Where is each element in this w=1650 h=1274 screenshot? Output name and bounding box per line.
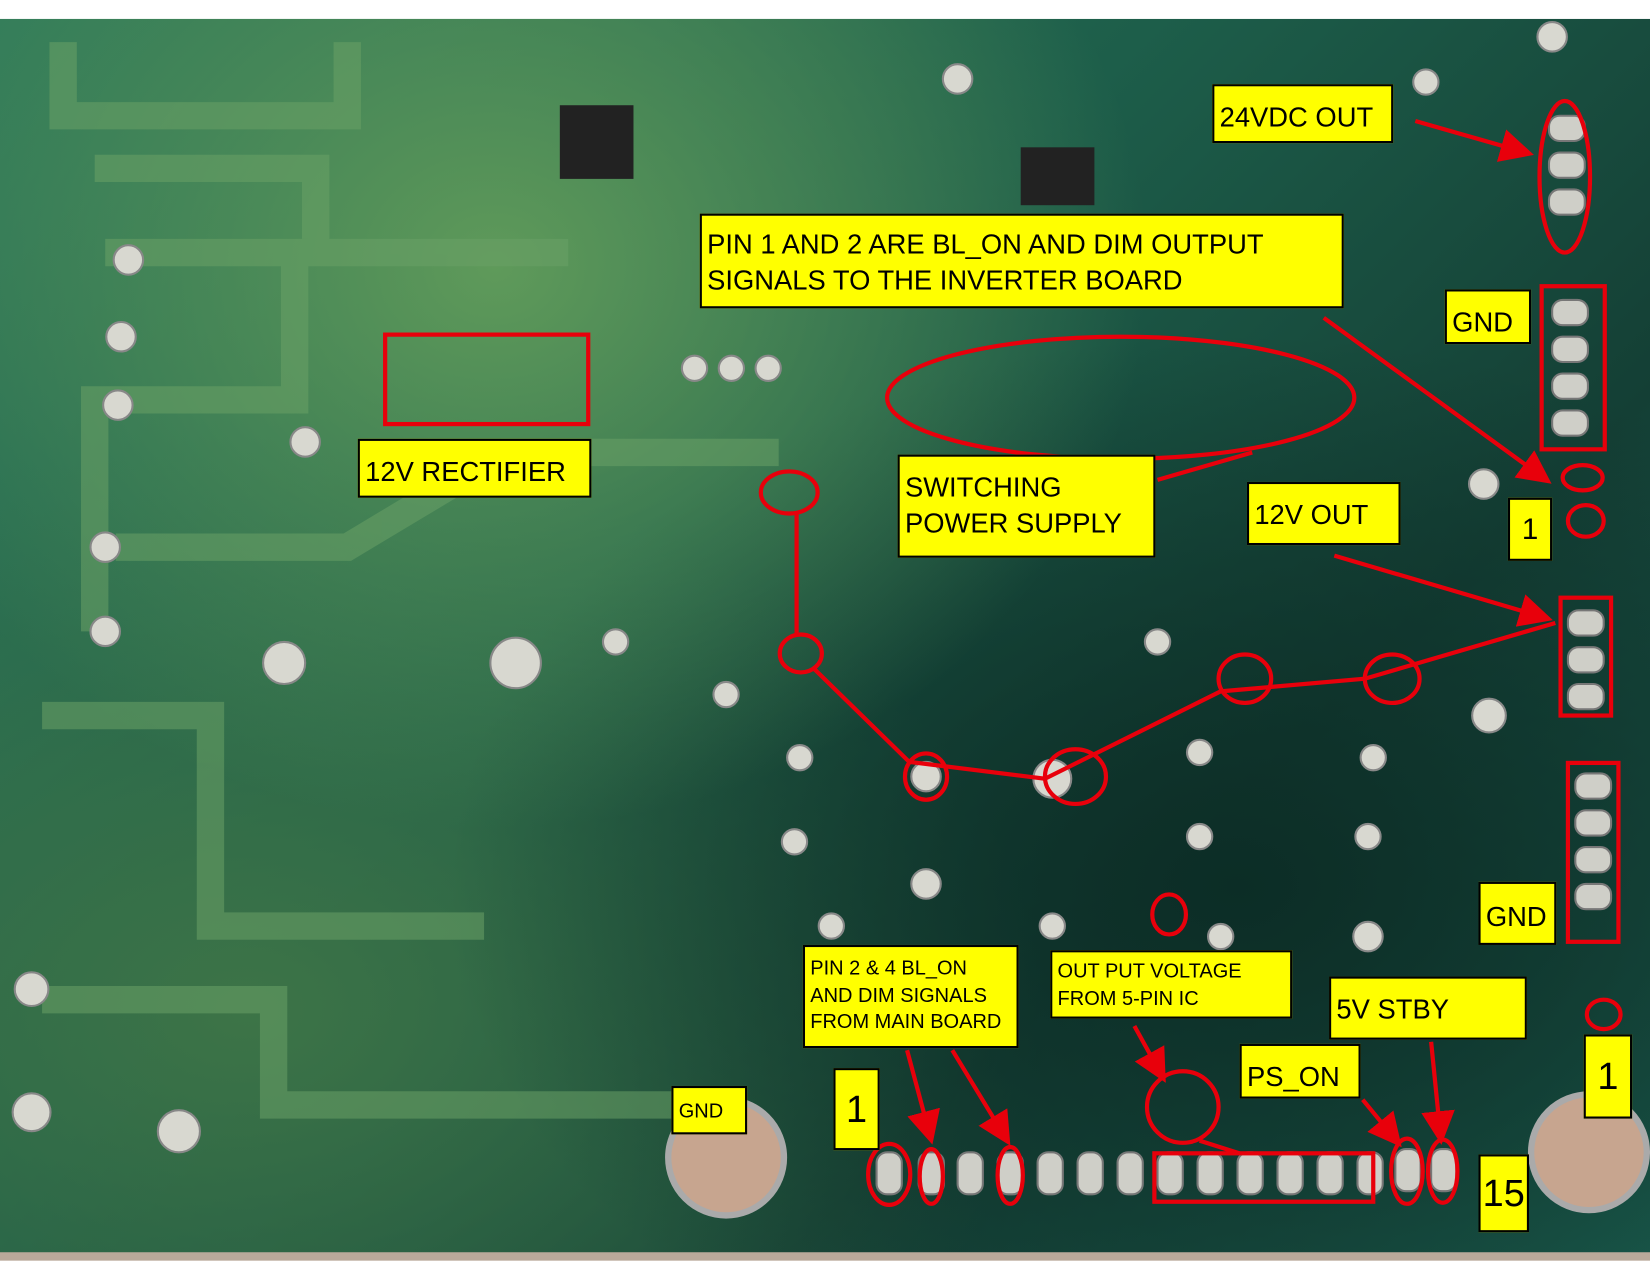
arrow-12v-out — [1333, 553, 1553, 627]
label-line: SWITCHING — [904, 471, 1062, 503]
label-ps-on: PS_ON — [1239, 1043, 1361, 1099]
label-line: AND DIM SIGNALS — [810, 984, 987, 1007]
arrow-24v — [1414, 118, 1534, 162]
circle-5pin-ic — [1144, 1069, 1221, 1145]
label-pin2-4-signals: PIN 2 & 4 BL_ON AND DIM SIGNALS FROM MAI… — [802, 944, 1019, 1049]
trace-line — [810, 620, 1556, 781]
label-gnd-right: GND — [1478, 881, 1557, 945]
label-line: POWER SUPPLY — [904, 507, 1122, 540]
arrow-pin4 — [950, 1049, 1011, 1146]
label-line: PIN 1 AND 2 ARE BL_ON AND DIM OUTPUT — [707, 228, 1264, 260]
board-edge — [0, 1252, 1650, 1261]
circle-node — [902, 751, 950, 802]
label-pin1-right-bottom: 1 — [1583, 1034, 1633, 1119]
rect-12v-rectifier — [383, 332, 591, 427]
arrow-outvolt — [1132, 1024, 1166, 1083]
arrows — [905, 118, 1553, 1148]
label-line: FROM 5-PIN IC — [1057, 987, 1199, 1010]
label-pin15: 15 — [1478, 1154, 1529, 1233]
ellipse-pin1 — [866, 1141, 913, 1207]
circle-pin1-bottom-right — [1584, 997, 1623, 1032]
label-output-voltage: OUT PUT VOLTAGE FROM 5-PIN IC — [1050, 950, 1293, 1019]
circle-node — [758, 469, 820, 516]
circle-node — [1150, 892, 1189, 937]
connector-line — [1156, 450, 1253, 482]
arrow-pin2 — [905, 1049, 940, 1145]
label-12v-rectifier: 12V RECTIFIER — [357, 438, 592, 498]
rect-12v-out — [1558, 595, 1614, 718]
ellipse-24v-pins — [1537, 98, 1593, 255]
arrow-5v-stby — [1421, 1041, 1455, 1145]
connector-line — [1198, 1138, 1241, 1156]
label-line: SIGNALS TO THE INVERTER BOARD — [707, 264, 1183, 297]
label-switching-power-supply: SWITCHING POWER SUPPLY — [897, 454, 1156, 558]
circle-node — [1362, 652, 1422, 706]
label-gnd-bottom: GND — [671, 1085, 748, 1135]
rect-gnd-right — [1565, 760, 1621, 944]
arrow-pin12 — [1322, 316, 1552, 484]
circle-pin1-right — [1565, 502, 1606, 539]
circle-node — [1216, 652, 1274, 706]
copper-traces — [42, 42, 779, 1119]
ellipse-pin2 — [917, 1147, 945, 1206]
label-12v-out: 12V OUT — [1246, 481, 1401, 546]
label-pin1-2-output: PIN 1 AND 2 ARE BL_ON AND DIM OUTPUT SIG… — [699, 213, 1344, 309]
label-gnd-top: GND — [1444, 289, 1532, 345]
rect-gnd-top — [1539, 284, 1607, 452]
label-line: FROM MAIN BOARD — [810, 1011, 1002, 1034]
label-line: OUT PUT VOLTAGE — [1057, 960, 1242, 983]
circle-pin — [1560, 463, 1605, 493]
label-pin1-right-mid: 1 — [1507, 497, 1553, 561]
label-pin1-bottom: 1 — [833, 1068, 880, 1151]
arrow-ps-on — [1361, 1098, 1402, 1148]
annotation-marks — [383, 98, 1623, 1207]
ellipse-pin4 — [995, 1144, 1025, 1206]
chips — [559, 105, 1650, 1219]
label-24vdc-out: 24VDC OUT — [1212, 84, 1394, 144]
label-line: PIN 2 & 4 BL_ON — [810, 957, 967, 980]
rect-output-pins — [1152, 1151, 1376, 1204]
label-5v-stby: 5V STBY — [1329, 976, 1527, 1040]
ellipse-ps-on — [1389, 1136, 1425, 1206]
circle-node — [777, 632, 824, 675]
ellipse-switching — [884, 334, 1357, 461]
